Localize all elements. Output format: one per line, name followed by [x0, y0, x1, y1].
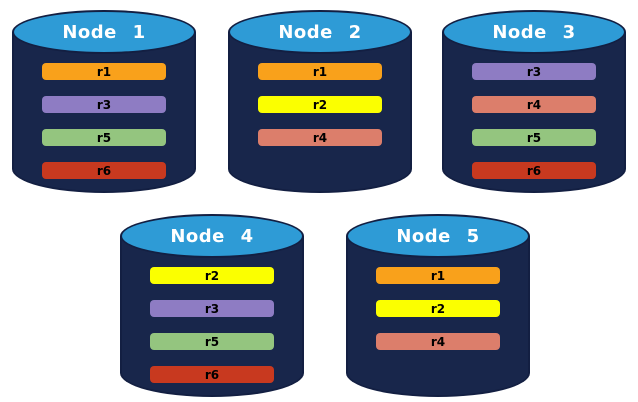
replica-label: r6: [204, 367, 220, 382]
replica-bar: r4: [258, 129, 382, 146]
replica-label: r2: [204, 268, 220, 283]
replica-bar: r6: [472, 162, 596, 179]
replica-label: r6: [526, 163, 542, 178]
cylinder-top: Node 5: [346, 214, 530, 258]
replica-label: r5: [526, 130, 542, 145]
replica-bar: r4: [472, 96, 596, 113]
replica-bar: r5: [150, 333, 274, 350]
replica-bar: r3: [472, 63, 596, 80]
node-cylinder-1: Node 1 r1 r3 r5 r6: [12, 10, 196, 193]
replica-bar: r2: [150, 267, 274, 284]
replica-bar: r4: [376, 333, 500, 350]
node-cylinder-5: Node 5 r1 r2 r4: [346, 214, 530, 397]
replica-bar: r6: [42, 162, 166, 179]
replica-list: r3 r4 r5 r6: [442, 63, 626, 179]
replica-label: r6: [96, 163, 112, 178]
replica-label: r1: [96, 64, 112, 79]
replica-bar: r2: [258, 96, 382, 113]
cylinder-top: Node 3: [442, 10, 626, 54]
replica-bar: r1: [376, 267, 500, 284]
replica-list: r1 r2 r4: [346, 267, 530, 350]
replica-list: r1 r3 r5 r6: [12, 63, 196, 179]
replica-label: r1: [430, 268, 446, 283]
replica-label: r2: [430, 301, 446, 316]
replica-label: r1: [312, 64, 328, 79]
node-title: Node 5: [396, 225, 480, 247]
replica-label: r5: [96, 130, 112, 145]
replica-label: r5: [204, 334, 220, 349]
replica-bar: r5: [42, 129, 166, 146]
node-title: Node 1: [62, 21, 146, 43]
node-title: Node 2: [278, 21, 362, 43]
replica-label: r2: [312, 97, 328, 112]
replica-list: r1 r2 r4: [228, 63, 412, 146]
replica-bar: r1: [42, 63, 166, 80]
replica-label: r4: [430, 334, 446, 349]
replica-bar: r3: [150, 300, 274, 317]
node-title: Node 3: [492, 21, 576, 43]
replica-label: r4: [312, 130, 328, 145]
replica-bar: r6: [150, 366, 274, 383]
replica-label: r3: [96, 97, 112, 112]
cylinder-top: Node 4: [120, 214, 304, 258]
node-cylinder-4: Node 4 r2 r3 r5 r6: [120, 214, 304, 397]
replica-bar: r3: [42, 96, 166, 113]
replica-label: r3: [526, 64, 542, 79]
node-cylinder-2: Node 2 r1 r2 r4: [228, 10, 412, 193]
replica-label: r3: [204, 301, 220, 316]
node-cylinder-3: Node 3 r3 r4 r5 r6: [442, 10, 626, 193]
replica-label: r4: [526, 97, 542, 112]
replica-list: r2 r3 r5 r6: [120, 267, 304, 383]
replica-bar: r2: [376, 300, 500, 317]
cylinder-top: Node 1: [12, 10, 196, 54]
replica-bar: r5: [472, 129, 596, 146]
node-title: Node 4: [170, 225, 254, 247]
cylinder-top: Node 2: [228, 10, 412, 54]
replica-bar: r1: [258, 63, 382, 80]
